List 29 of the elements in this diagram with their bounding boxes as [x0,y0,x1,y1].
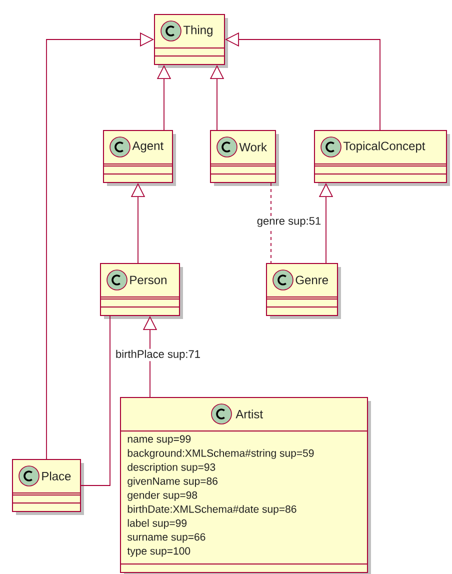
connector [80,316,110,486]
class-name: Genre [296,276,328,284]
edge-label: genre sup:51 [256,216,322,228]
edge-label: birthPlace sup:71 [114,348,202,362]
attribute-text: name sup=99 [128,435,191,445]
connector [270,182,272,264]
attribute-text: label sup=99 [128,519,186,529]
class-name: Person [130,276,166,284]
class-box [12,459,84,515]
class-name: Artist [236,410,263,418]
attribute-text: gender sup=98 [128,491,198,501]
class-name: Thing [183,25,212,37]
class-box [154,14,228,68]
class-box [102,130,176,186]
attribute-text: description sup=93 [128,463,216,473]
attribute-text: givenName sup=86 [128,477,218,487]
class-box [314,130,450,186]
class-box [266,263,341,319]
class-name: Agent [132,142,164,152]
class-box [100,263,183,319]
attribute-text: birthDate:XMLSchema#date sup=86 [128,505,296,515]
class-box [120,397,371,574]
class-name: TopicalConcept [343,141,426,153]
class-name: Place [42,472,71,480]
attribute-text: type sup=100 [127,547,190,557]
class-box [210,130,279,186]
attribute-text: background:XMLSchema#string sup=59 [128,449,314,459]
class-name: Work [239,142,267,152]
attribute-text: surname sup=66 [128,533,206,543]
